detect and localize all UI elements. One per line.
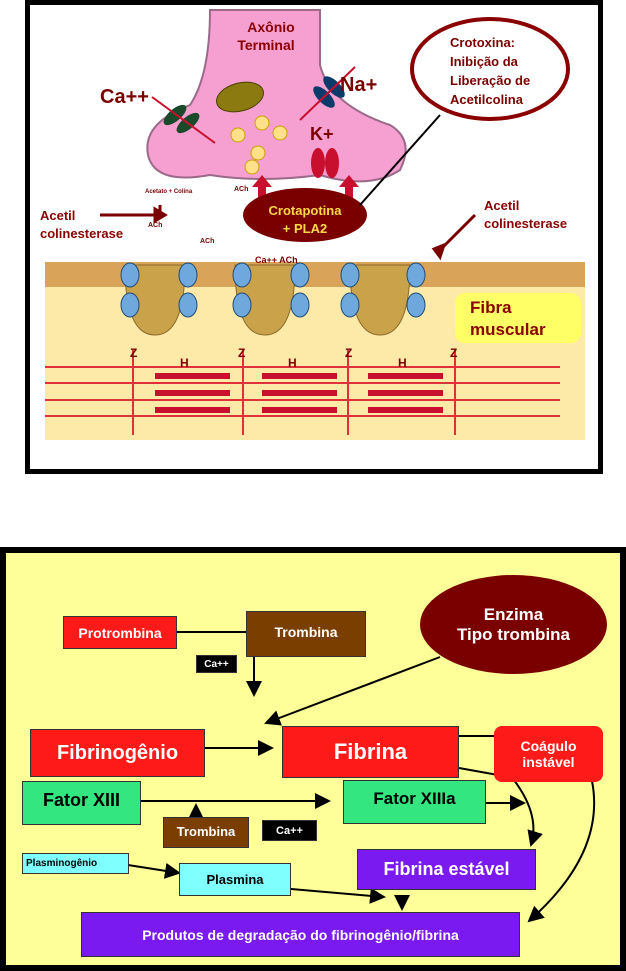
acetate-label: Acetato + Colina [145, 189, 193, 195]
ca-channel-icon [151, 96, 216, 144]
acetil-left-2: colinesterase [40, 226, 123, 241]
h-label-3: H [398, 356, 407, 370]
fator13-box: Fator XIII [22, 781, 141, 825]
crotapotina-label-2: + PLA2 [283, 221, 327, 236]
ach-label-1: ACh [148, 222, 162, 229]
axon-label-1: Axônio [247, 19, 294, 35]
z-label-4: Z [450, 346, 457, 360]
junctional-folds [124, 264, 411, 336]
fibra-label-2: muscular [470, 320, 546, 339]
ach-label-2: ACh [200, 238, 214, 245]
enzima-ellipse: Enzima Tipo trombina [420, 575, 607, 674]
k-label: K+ [310, 124, 334, 144]
synaptic-vesicles [230, 115, 288, 175]
ca-label: Ca++ [100, 86, 149, 108]
z-label-3: Z [345, 346, 352, 360]
crotoxin-note-4: Acetilcolina [450, 92, 524, 107]
ach-receptors [120, 262, 426, 318]
crotoxin-note-1: Crotoxina: [450, 35, 515, 50]
h-label-1: H [180, 356, 189, 370]
fibrina-box: Fibrina [282, 726, 459, 778]
z-label-2: Z [238, 346, 245, 360]
cascade-connectors [127, 631, 596, 923]
ach-label-3: ACh [234, 186, 248, 193]
acetil-right-2: colinesterase [484, 216, 567, 231]
crotoxin-pointer [359, 114, 441, 206]
crotoxin-note-ellipse [410, 17, 570, 121]
ach-cluster-label: Ca++ ACh [255, 255, 298, 265]
neuromuscular-junction-panel: Axônio Terminal Ca++ Na+ K+ Crotoxina: I… [25, 0, 603, 474]
h-label-2: H [288, 356, 297, 370]
acetil-left-1: Acetil [40, 208, 75, 223]
coagulo-label-1: Coágulo [520, 738, 577, 754]
z-label-1: Z [130, 346, 137, 360]
enzima-label-2: Tipo trombina [456, 624, 570, 644]
coagulation-cascade-panel: Protrombina Trombina Ca++ Enzima Tipo tr… [0, 547, 626, 971]
coagulo-box: Coágulo instável [494, 726, 603, 782]
na-channel-icon [299, 66, 356, 121]
plasmina-box: Plasmina [179, 863, 291, 896]
junction-illustration: Axônio Terminal Ca++ Na+ K+ Crotoxina: I… [40, 9, 585, 440]
fator13a-box: Fator XIIIa [343, 780, 486, 824]
sarcomere-lines [45, 350, 560, 435]
crotapotina-label-1: Crotapotina [269, 203, 343, 218]
coagulo-label-2: instável [522, 754, 575, 770]
fibra-label-bg [455, 293, 581, 343]
ca-small-box: Ca++ [196, 655, 237, 673]
k-channel-icon [311, 148, 339, 178]
release-arrows [252, 175, 359, 205]
trombina-box: Trombina [246, 611, 366, 657]
fibra-label-1: Fibra [470, 298, 512, 317]
axon-label-2: Terminal [237, 37, 294, 53]
crotapotina-ellipse [243, 188, 367, 242]
fibrinogenio-box: Fibrinogênio [30, 729, 205, 777]
mitochondrion [216, 81, 264, 113]
enzima-label-1: Enzima [483, 604, 544, 624]
fibrina-estavel-box: Fibrina estável [357, 849, 536, 890]
produtos-box: Produtos de degradação do fibrinogênio/f… [81, 912, 520, 957]
crotoxin-note-3: Liberação de [450, 73, 530, 88]
plasminogenio-box: Plasminogênio [22, 853, 129, 874]
acetil-right-1: Acetil [484, 198, 519, 213]
myofilament-bands [155, 373, 443, 413]
ca2-box: Ca++ [262, 820, 317, 841]
crotoxin-note-2: Inibição da [450, 54, 519, 69]
protrombina-box: Protrombina [63, 616, 177, 649]
acetil-arrows [100, 206, 477, 261]
trombina2-box: Trombina [163, 817, 249, 848]
na-label: Na+ [340, 74, 377, 96]
